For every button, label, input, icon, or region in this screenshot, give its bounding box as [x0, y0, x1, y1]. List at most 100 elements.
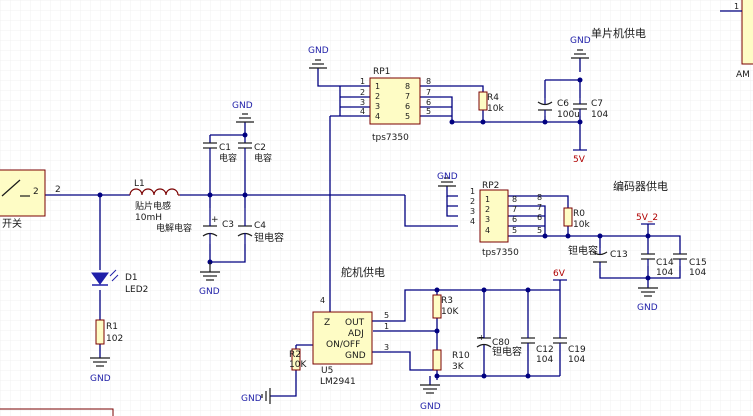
r1-value: 102 [106, 334, 123, 344]
corner-component: 1 AM [720, 0, 753, 80]
u5-part: LM2941 [320, 377, 356, 387]
u5-pin-out: OUT [345, 318, 365, 328]
gnd-symbol-c3 [200, 262, 220, 281]
c14-ref: C14 [656, 258, 674, 268]
net-5v-label: 5V [573, 155, 586, 165]
c7-ref: C7 [591, 99, 603, 109]
u5-num-1: 1 [384, 322, 389, 331]
resistor-r10: R10 3K [432, 349, 470, 372]
c12-ref: C12 [536, 345, 554, 355]
sheet-border [0, 408, 114, 416]
gnd-label-u5: GND [420, 402, 441, 412]
rp1-pin-in-3: 3 [375, 102, 380, 111]
capacitor-c7: C7 104 [573, 98, 608, 120]
resistor-r3: R3 10K [432, 294, 459, 319]
c15-ref: C15 [689, 258, 707, 268]
servo-power-title: 舵机供电 [341, 265, 385, 279]
capacitor-c2: C2 电容 [238, 142, 272, 164]
d1-value: LED2 [125, 285, 148, 295]
rp2-pin-out-1: 1 [470, 187, 475, 196]
rp1-pin-out-7: 7 [426, 88, 431, 97]
u5-pin-gnd: GND [345, 351, 366, 361]
rp2-pin-in-7: 7 [512, 205, 517, 214]
c1-ref: C1 [219, 143, 231, 153]
gnd-label-c14: GND [637, 303, 658, 313]
capacitor-c12: C12 104 [521, 330, 554, 365]
rp1-pin-out-3: 3 [360, 98, 365, 107]
rp2-pin-out-8: 8 [537, 193, 542, 202]
c6-value: 100u [557, 110, 580, 120]
net-5v: 5V [573, 149, 587, 165]
regulator-rp2: RP2 tps7350 1 2 3 4 8 7 6 5 1 2 3 4 8 7 … [470, 181, 542, 258]
u5-pin-adj: ADJ [348, 329, 364, 339]
rp2-pin-out-6: 6 [537, 213, 542, 222]
regulator-rp1: RP1 tps7350 1 2 3 4 8 7 6 5 1 2 3 4 8 7 … [360, 67, 431, 143]
encoder-power-title: 编码器供电 [613, 179, 668, 193]
u5-pin-onoff: ON/OFF [326, 340, 360, 350]
rp2-pin-out-5: 5 [537, 226, 542, 235]
inductor-l1: L1 贴片电感 10mH [129, 179, 180, 223]
rp1-pin-in-1: 1 [375, 82, 380, 91]
rp1-ref: RP1 [373, 67, 390, 77]
rp1-pin-out-5: 5 [426, 107, 431, 116]
rp1-pin-in-8: 8 [405, 82, 410, 91]
resistor-r0: R0 10k [563, 207, 590, 230]
r10-value: 3K [452, 362, 465, 372]
rp2-pin-in-3: 3 [485, 215, 490, 224]
rp2-pin-in-6: 6 [512, 215, 517, 224]
rp1-pin-out-6: 6 [426, 98, 431, 107]
rp1-pin-in-2: 2 [375, 92, 380, 101]
gnd-symbol-r2 [261, 388, 271, 404]
capacitor-c14: C14 104 [641, 250, 674, 278]
c12-value: 104 [536, 355, 553, 365]
c7-value: 104 [591, 110, 608, 120]
c80-value: 钽电容 [492, 345, 522, 358]
c13-ref: C13 [610, 250, 628, 260]
gnd-label-rp2: GND [437, 172, 458, 182]
rp2-pin-in-1: 1 [485, 195, 490, 204]
capacitor-c13: C13 钽电容 [568, 244, 628, 268]
rp1-pin-in-6: 6 [405, 102, 410, 111]
mcu-power-title: 单片机供电 [591, 26, 646, 40]
junction-dots [97, 77, 651, 379]
gnd-label-r1: GND [90, 374, 111, 384]
rp2-pin-in-2: 2 [485, 205, 490, 214]
net-6v: 6V [553, 269, 567, 281]
gnd-symbol-rp1 [309, 59, 327, 69]
rp1-pin-out-4: 4 [360, 107, 365, 116]
l1-ref: L1 [134, 179, 145, 189]
r4-ref: R4 [487, 93, 499, 103]
net-5v-2: 5V_2 [636, 213, 658, 225]
rp2-pin-in-4: 4 [485, 226, 490, 235]
u5-pin-4: 4 [320, 296, 325, 305]
gnd-label-c2: GND [232, 101, 253, 111]
r10-ref: R10 [452, 351, 470, 361]
r4-value: 10k [487, 104, 504, 114]
c80-ref: C80 [492, 338, 510, 348]
c15-value: 104 [689, 268, 706, 278]
gnd-symbol-c14 [638, 287, 658, 297]
resistor-r4: R4 10k [478, 91, 504, 114]
r3-ref: R3 [441, 296, 453, 306]
capacitor-c6: C6 100u [537, 98, 580, 120]
rp2-ref: RP2 [482, 181, 499, 191]
rp2-part: tps7350 [482, 248, 519, 258]
gnd-symbol-rp2 [438, 177, 456, 187]
c1-value: 电容 [219, 152, 237, 164]
c19-value: 104 [568, 355, 585, 365]
c4-ref: C4 [254, 221, 266, 231]
rp1-pin-in-5: 5 [405, 112, 410, 121]
l1-desc: 贴片电感 [135, 200, 171, 212]
capacitor-c80: + C80 钽电容 [476, 330, 522, 358]
gnd-label-c3: GND [199, 287, 220, 297]
u5-ref: U5 [321, 366, 333, 376]
r3-value: 10K [441, 307, 459, 317]
gnd-symbol-c2 [236, 113, 254, 123]
gnd-label-rp1: GND [308, 46, 329, 56]
net-5v-2-label: 5V_2 [636, 213, 658, 223]
switch-label: 开关 [2, 217, 22, 230]
regulator-u5: 4 Z OUT ADJ ON/OFF GND 5 1 3 U5 LM2941 [312, 296, 389, 387]
rp2-pin-in-8: 8 [512, 195, 517, 204]
